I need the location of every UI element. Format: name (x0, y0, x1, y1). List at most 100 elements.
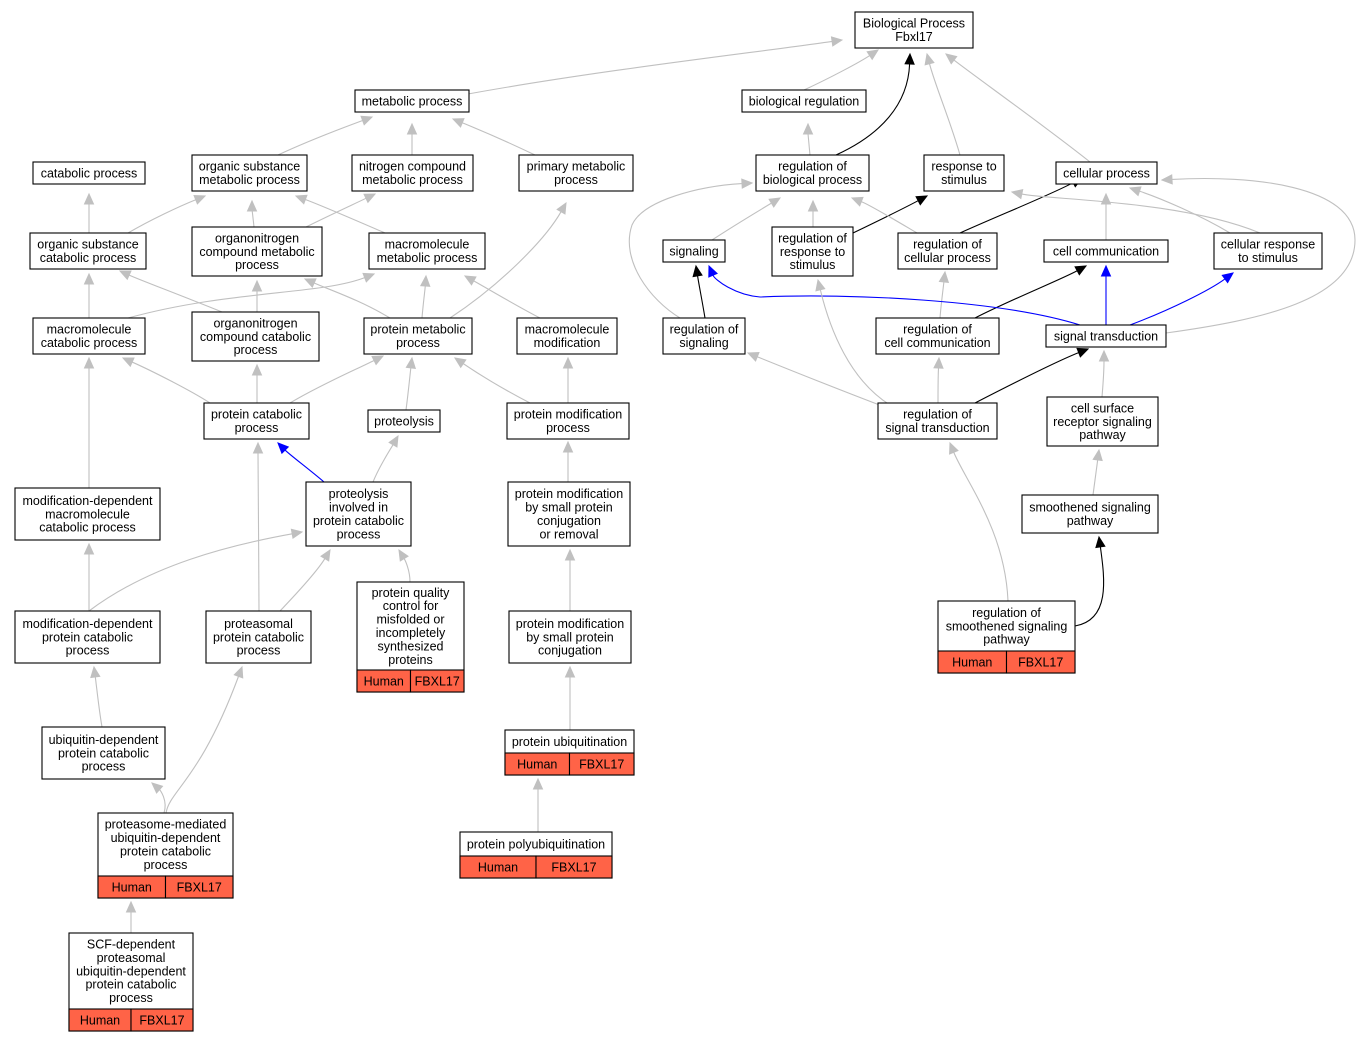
edge-cell_resp-to-resp_stim (1010, 189, 1261, 234)
edge-line (1092, 459, 1099, 496)
edge-line (128, 274, 223, 313)
term-label-line: Biological Process (863, 17, 965, 31)
edge-prot_mod-to-prot_met (453, 357, 531, 404)
arrow-head (83, 356, 95, 369)
go-term-catabolic[interactable]: catabolic process (32, 161, 146, 185)
gene-cell (409, 669, 465, 693)
edge-line (405, 367, 412, 411)
edge-line (305, 197, 367, 228)
arrow-head (118, 270, 132, 281)
arrow-head (362, 272, 376, 283)
arrow-head (564, 548, 576, 561)
go-term-cell-comm[interactable]: cell communication (1043, 239, 1169, 263)
term-label-line: regulation of (778, 160, 847, 174)
edge-bioreg-to-bp (803, 49, 880, 91)
species-label: Human (478, 860, 518, 874)
edge-line (462, 122, 536, 156)
term-label-line: organic substance (37, 238, 139, 252)
arrow-head (1221, 272, 1234, 284)
term-label-line: protein catabolic (58, 746, 149, 760)
arrow-head (564, 665, 576, 678)
arrow-head (556, 201, 567, 215)
arrow-head (1160, 174, 1173, 185)
edge-smoothened-to-csr_path (1092, 448, 1103, 496)
species-label: Human (517, 757, 557, 771)
term-label-line: protein catabolic (213, 630, 304, 644)
edge-line (803, 55, 870, 91)
term-label-line: protein catabolic (85, 978, 176, 992)
edge-cell_comm-to-cellular (1100, 192, 1112, 240)
term-label-line: regulation of (972, 606, 1041, 620)
edge-line (305, 198, 386, 234)
edge-reg_smooth-to-reg_sigtrans (949, 441, 1009, 602)
edge-reg_sigtrans-to-reg_sig (746, 352, 891, 410)
go-term-scf[interactable]: SCF-dependentproteasomalubiquitin-depend… (68, 932, 194, 1032)
arrow-head (398, 548, 409, 562)
term-box (368, 232, 486, 270)
go-term-proteolysis[interactable]: proteolysis (367, 409, 441, 433)
term-box (14, 487, 161, 541)
arrow-head (453, 357, 467, 369)
arrow-head (405, 356, 417, 370)
edge-orgsub_cat-to-catabolic (83, 192, 95, 233)
edge-line (131, 361, 211, 404)
term-label-line: modification (534, 336, 601, 350)
arrow-head (125, 900, 137, 913)
term-label-line: cell communication (1053, 244, 1159, 258)
go-term-bioreg[interactable]: biological regulation (741, 89, 867, 113)
edge-proteasomal-to-prot_involved (279, 548, 331, 612)
go-term-sig-trans[interactable]: signal transduction (1045, 324, 1167, 348)
go-term-moddep-macro[interactable]: modification-dependentmacromoleculecatab… (14, 487, 161, 541)
term-label-line: nitrogen compound (359, 160, 466, 174)
go-term-proteasome-med[interactable]: proteasome-mediatedubiquitin-dependentpr… (97, 812, 234, 899)
arrow-head (1095, 535, 1106, 549)
term-box (854, 11, 974, 49)
species-label: Human (952, 655, 992, 669)
go-term-cellular[interactable]: cellular process (1055, 161, 1158, 185)
arrow-head (360, 115, 374, 126)
term-label-line: compound metabolic (199, 245, 314, 259)
gene-label: FBXL17 (177, 880, 222, 894)
term-label-line: SCF-dependent (87, 938, 176, 952)
term-label-line: regulation of (903, 323, 972, 337)
go-term-signaling[interactable]: signaling (662, 239, 726, 263)
go-term-metabolic[interactable]: metabolic process (354, 89, 470, 113)
term-label-line: ubiquitin-dependent (111, 831, 221, 845)
edge-ub_dep-to-moddep_prot (90, 665, 103, 728)
term-label-line: or removal (539, 527, 598, 541)
arrow-head (692, 264, 703, 278)
